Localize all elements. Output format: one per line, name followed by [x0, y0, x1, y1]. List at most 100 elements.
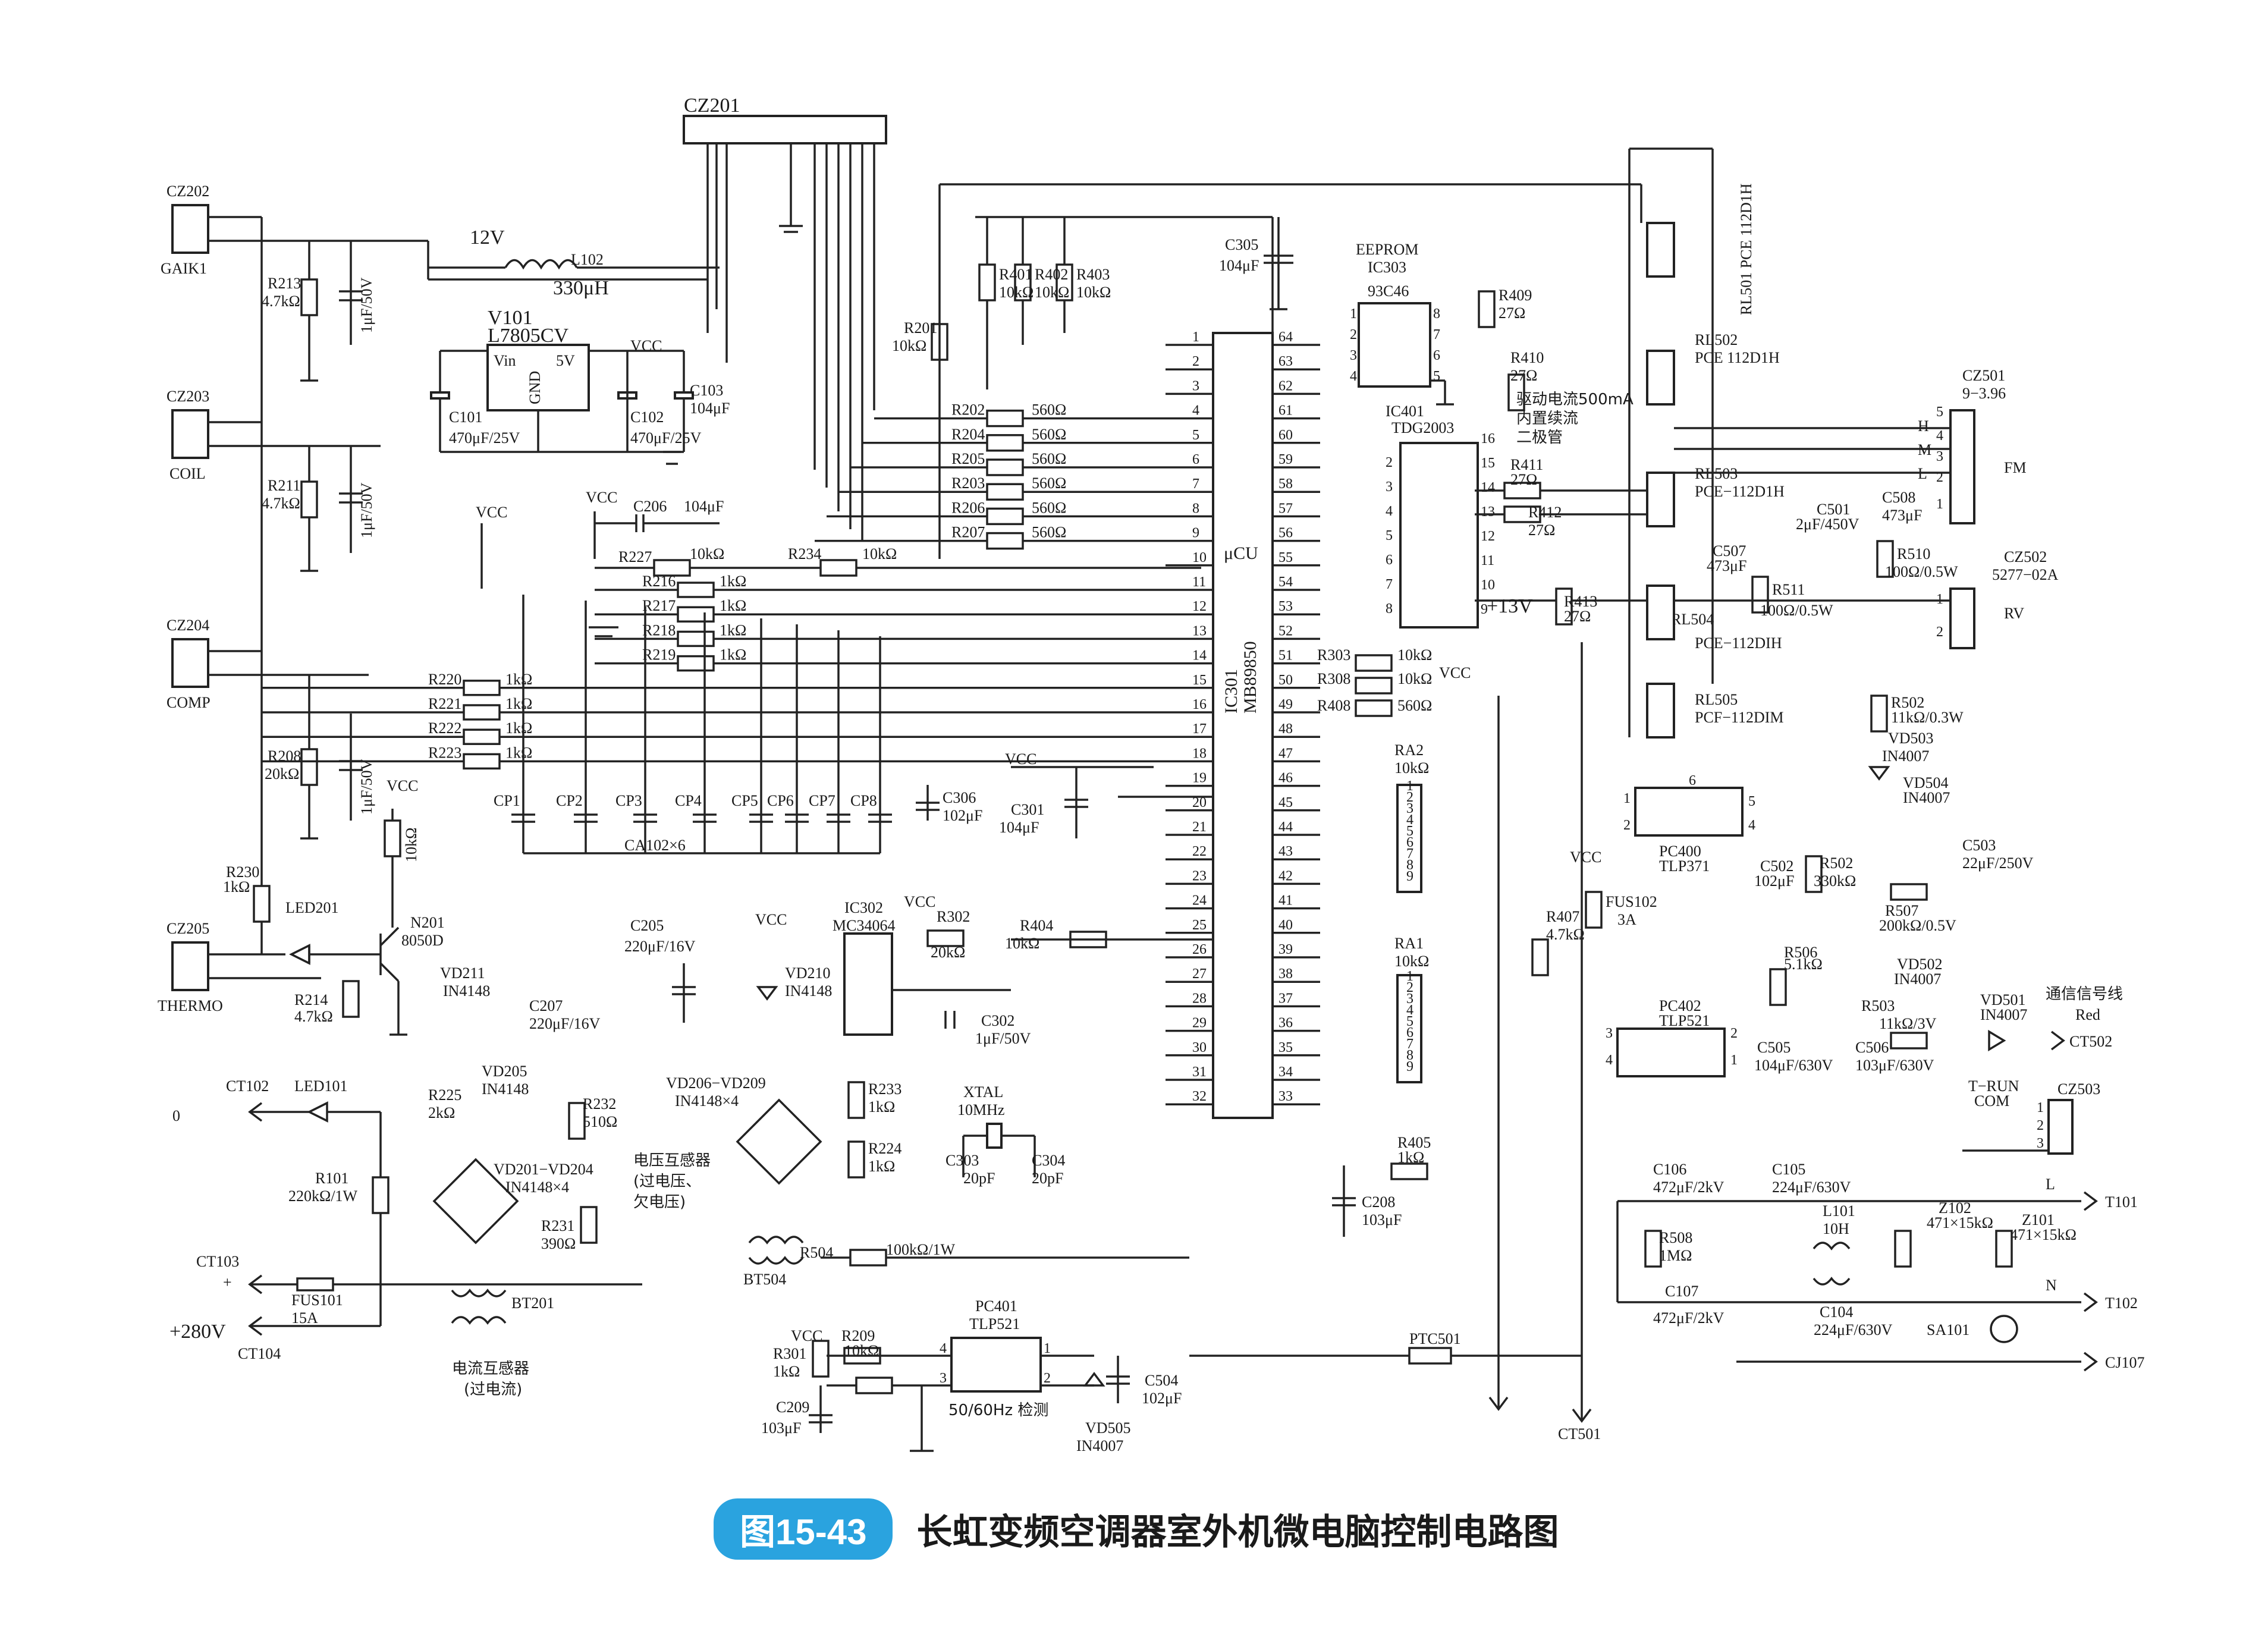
svg-text:560Ω: 560Ω: [1032, 426, 1066, 443]
svg-text:C205: C205: [630, 917, 664, 934]
svg-text:8: 8: [1406, 857, 1413, 873]
svg-text:IC401: IC401: [1386, 403, 1424, 420]
svg-text:1kΩ: 1kΩ: [505, 695, 532, 712]
svg-text:PC400: PC400: [1659, 843, 1701, 860]
svg-text:1: 1: [1350, 306, 1357, 322]
svg-text:23: 23: [1192, 868, 1207, 884]
svg-text:N: N: [2046, 1277, 2057, 1294]
svg-text:CP4: CP4: [675, 792, 702, 809]
svg-text:C502: C502: [1760, 857, 1793, 875]
svg-text:C105: C105: [1772, 1161, 1805, 1178]
svg-text:7: 7: [1406, 1036, 1413, 1052]
svg-text:1: 1: [1730, 1052, 1738, 1068]
svg-text:38: 38: [1279, 966, 1293, 982]
svg-text:XTAL: XTAL: [963, 1083, 1003, 1101]
svg-text:R101: R101: [315, 1170, 348, 1187]
svg-text:61: 61: [1279, 403, 1293, 419]
svg-text:6: 6: [1406, 1025, 1413, 1041]
svg-text:MC34064: MC34064: [833, 917, 895, 934]
svg-text:CP5: CP5: [731, 792, 758, 809]
svg-text:4: 4: [1936, 428, 1943, 444]
svg-text:RL502: RL502: [1695, 331, 1738, 348]
svg-text:R405: R405: [1397, 1134, 1431, 1151]
svg-text:9: 9: [1406, 869, 1413, 884]
svg-text:43: 43: [1279, 844, 1293, 859]
svg-text:PTC501: PTC501: [1409, 1330, 1461, 1347]
svg-text:CJ107: CJ107: [2105, 1354, 2144, 1371]
svg-text:62: 62: [1279, 378, 1293, 394]
svg-text:104μF: 104μF: [684, 498, 724, 515]
svg-text:473μF: 473μF: [1707, 557, 1746, 574]
svg-text:2: 2: [1406, 980, 1413, 995]
svg-text:VD504: VD504: [1903, 774, 1949, 791]
svg-text:C305: C305: [1225, 236, 1258, 253]
svg-text:1kΩ: 1kΩ: [720, 573, 746, 590]
svg-text:Red: Red: [2075, 1006, 2100, 1023]
svg-text:R225: R225: [428, 1086, 461, 1104]
svg-text:4: 4: [1350, 369, 1357, 384]
svg-text:93C46: 93C46: [1368, 282, 1409, 300]
svg-text:60: 60: [1279, 428, 1293, 443]
svg-text:C507: C507: [1713, 542, 1746, 560]
svg-text:471×15kΩ: 471×15kΩ: [2010, 1226, 2077, 1243]
svg-text:1: 1: [1406, 778, 1413, 794]
svg-text:R302: R302: [937, 908, 970, 925]
svg-text:驱动电流500mA: 驱动电流500mA: [1516, 391, 1634, 408]
svg-text:10kΩ: 10kΩ: [999, 284, 1034, 301]
svg-text:VD503: VD503: [1888, 730, 1934, 747]
svg-text:C503: C503: [1962, 837, 1996, 854]
eeprom-ic303: EEPROM IC303 93C46 1 2 3 4 8 7 6 5: [1350, 241, 1454, 406]
svg-text:+280V: +280V: [169, 1321, 226, 1343]
svg-text:CT102: CT102: [226, 1077, 269, 1095]
svg-text:R402: R402: [1035, 266, 1068, 283]
svg-text:1MΩ: 1MΩ: [1659, 1247, 1692, 1264]
left-passives: R213 4.7kΩ 1μF/50V R211 4.7kΩ 1μF/50V R2…: [223, 241, 445, 1036]
svg-text:4: 4: [1606, 1052, 1613, 1068]
svg-text:102μF: 102μF: [1754, 872, 1794, 890]
svg-text:44: 44: [1279, 819, 1293, 835]
svg-text:R308: R308: [1317, 670, 1350, 687]
svg-text:10kΩ: 10kΩ: [1035, 284, 1069, 301]
svg-text:R404: R404: [1020, 917, 1053, 934]
svg-text:1μF/50V: 1μF/50V: [975, 1030, 1031, 1047]
svg-text:3: 3: [1386, 479, 1393, 495]
svg-text:R410: R410: [1510, 349, 1544, 366]
svg-text:10kΩ: 10kΩ: [1394, 759, 1429, 777]
svg-text:CZ503: CZ503: [2057, 1080, 2100, 1098]
connector-cz501: CZ501 9−3.96 FM H M L 5 4 3 2 1: [1674, 367, 2027, 524]
svg-text:L7805CV: L7805CV: [488, 325, 568, 347]
svg-text:1: 1: [1623, 791, 1631, 806]
svg-text:R223: R223: [428, 744, 461, 761]
svg-text:6: 6: [1689, 773, 1696, 788]
svg-text:VCC: VCC: [1439, 664, 1471, 681]
connector-cz203: CZ203 COIL: [167, 388, 381, 482]
svg-text:200kΩ/0.5V: 200kΩ/0.5V: [1879, 917, 1956, 934]
mcu-right-resistors: R303 10kΩ R308 10kΩ VCC R408 560Ω: [1317, 646, 1471, 717]
svg-text:4: 4: [1386, 504, 1393, 519]
svg-text:4.7kΩ: 4.7kΩ: [294, 1008, 333, 1025]
svg-text:C101: C101: [449, 408, 482, 426]
svg-text:C505: C505: [1757, 1039, 1790, 1056]
svg-text:1: 1: [1406, 969, 1413, 984]
svg-text:2: 2: [1044, 1371, 1051, 1386]
svg-text:C301: C301: [1011, 801, 1044, 818]
svg-text:VD210: VD210: [785, 964, 831, 982]
svg-text:IN4007: IN4007: [1076, 1437, 1123, 1454]
svg-text:(过电流): (过电流): [464, 1381, 522, 1399]
svg-text:R218: R218: [642, 621, 676, 639]
svg-text:51: 51: [1279, 648, 1293, 664]
svg-text:C306: C306: [943, 789, 976, 806]
svg-text:R207: R207: [951, 524, 985, 541]
cz201-label: CZ201: [684, 95, 740, 117]
svg-text:VD205: VD205: [482, 1063, 527, 1080]
svg-text:R234: R234: [788, 545, 821, 563]
svg-text:4: 4: [1406, 812, 1413, 828]
svg-text:3A: 3A: [1617, 911, 1636, 928]
svg-text:Z101: Z101: [2022, 1211, 2055, 1228]
svg-text:BT201: BT201: [511, 1294, 554, 1312]
svg-text:0: 0: [172, 1107, 180, 1124]
svg-text:472μF/2kV: 472μF/2kV: [1653, 1179, 1724, 1196]
svg-text:CT103: CT103: [196, 1253, 239, 1270]
svg-text:20kΩ: 20kΩ: [265, 765, 299, 783]
svg-text:24: 24: [1192, 893, 1207, 909]
